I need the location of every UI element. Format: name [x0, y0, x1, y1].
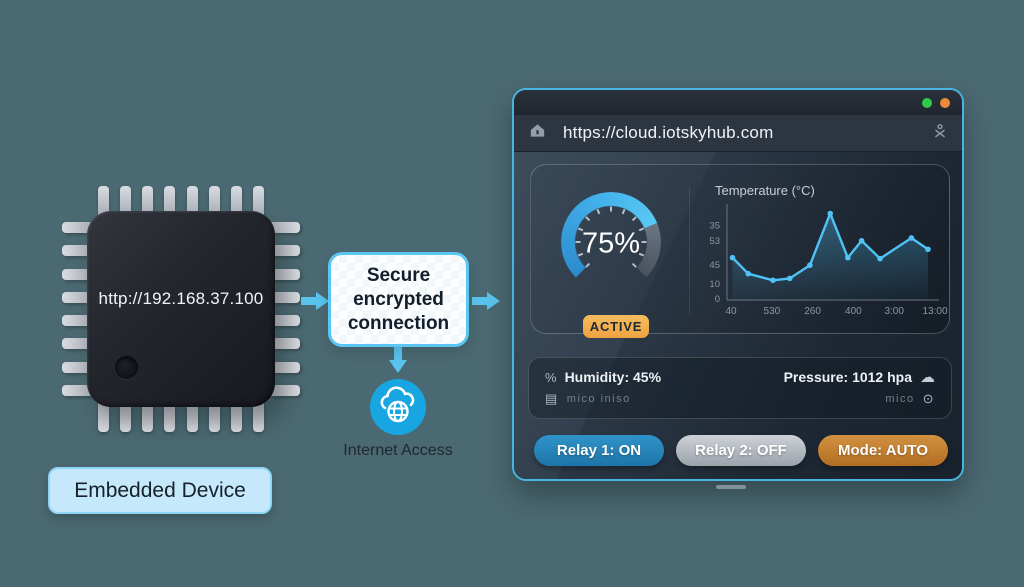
- temperature-chart: Temperature (°C) 35 53 45 10 0 40 530 260 400 3:0…: [701, 179, 948, 329]
- svg-text:400: 400: [845, 306, 862, 317]
- cloud-icon: ☁: [920, 369, 935, 386]
- browser-addressbar[interactable]: https://cloud.iotskyhub.com: [514, 115, 962, 152]
- extension-asterisk-icon[interactable]: [932, 123, 948, 144]
- chip-pins-left: [62, 222, 92, 396]
- svg-text:260: 260: [804, 306, 821, 317]
- svg-text:35: 35: [709, 221, 720, 232]
- home-icon[interactable]: [528, 121, 547, 145]
- humidity-subtext: ▤ mico iniso: [545, 391, 631, 406]
- window-dot-green[interactable]: [922, 97, 932, 108]
- embedded-device-label: Embedded Device: [48, 467, 272, 514]
- pressure-label: Pressure: 1012 hpa: [783, 369, 912, 385]
- secure-box-line3: connection: [347, 312, 450, 334]
- chip-body: http://192.168.37.100: [87, 211, 275, 407]
- status-badge: ACTIVE: [583, 315, 649, 338]
- chart-title: Temperature (°C): [715, 183, 815, 198]
- info-circle-icon: ⊙: [922, 391, 935, 406]
- secure-connection-box: Secure encrypted connection: [328, 252, 469, 347]
- browser-titlebar: [514, 90, 962, 115]
- svg-text:53: 53: [709, 236, 720, 247]
- chart-plot-area: 35 53 45 10 0 40 530 260 400 3:00 13:00: [709, 204, 948, 317]
- svg-text:3:00: 3:00: [884, 306, 904, 317]
- window-bottom-handle: [716, 485, 746, 489]
- chip-pin1-dot: [115, 356, 138, 379]
- arrow-box-to-internet: [389, 344, 407, 373]
- secure-box-line2: encrypted: [353, 288, 444, 310]
- arrow-box-to-browser: [472, 292, 500, 310]
- sensors-panel: % Humidity: 45% Pressure: 1012 hpa ☁ ▤ m…: [528, 357, 952, 419]
- humidity-icon: %: [545, 369, 557, 385]
- relay-2-button[interactable]: Relay 2: OFF: [676, 435, 806, 466]
- internet-globe-cloud-icon: [369, 378, 427, 436]
- secure-box-line1: Secure: [366, 264, 431, 286]
- svg-text:0: 0: [715, 294, 720, 305]
- svg-text:10: 10: [709, 279, 720, 290]
- percent-gauge: 75%: [561, 192, 661, 292]
- humidity-label: Humidity: 45%: [564, 369, 662, 385]
- dashboard-content: 75% ACTIVE Temperature (°C) 35 53 45 10 0 40 5…: [514, 152, 962, 479]
- internet-access-label: Internet Access: [343, 442, 453, 459]
- humidity-readout: % Humidity: 45%: [545, 369, 661, 385]
- url-text[interactable]: https://cloud.iotskyhub.com: [563, 123, 774, 142]
- embedded-chip: http://192.168.37.100: [62, 186, 300, 432]
- arrow-chip-to-box: [301, 292, 329, 310]
- gauge-chart-panel: 75% ACTIVE Temperature (°C) 35 53 45 10 0 40 5…: [530, 164, 950, 338]
- card-icon: ▤: [545, 391, 559, 406]
- chip-pins-right: [270, 222, 300, 396]
- mode-auto-button[interactable]: Mode: AUTO: [818, 435, 948, 466]
- browser-window: https://cloud.iotskyhub.com 75% ACT: [512, 88, 964, 481]
- svg-text:530: 530: [763, 306, 780, 317]
- chip-local-url: http://192.168.37.100: [98, 289, 264, 309]
- svg-text:13:00: 13:00: [922, 306, 947, 317]
- gauge-value: 75%: [581, 227, 641, 260]
- chip-pins-top: [98, 186, 264, 216]
- window-dot-orange[interactable]: [940, 97, 950, 108]
- relay-1-button[interactable]: Relay 1: ON: [534, 435, 664, 466]
- svg-text:45: 45: [709, 260, 720, 271]
- chip-pins-bottom: [98, 402, 264, 432]
- pressure-subtext: mico ⊙: [885, 391, 935, 406]
- panel-divider: [689, 187, 690, 315]
- pressure-readout: Pressure: 1012 hpa ☁: [784, 368, 935, 386]
- svg-text:40: 40: [725, 306, 737, 317]
- relay-controls: Relay 1: ON Relay 2: OFF Mode: AUTO: [534, 435, 948, 466]
